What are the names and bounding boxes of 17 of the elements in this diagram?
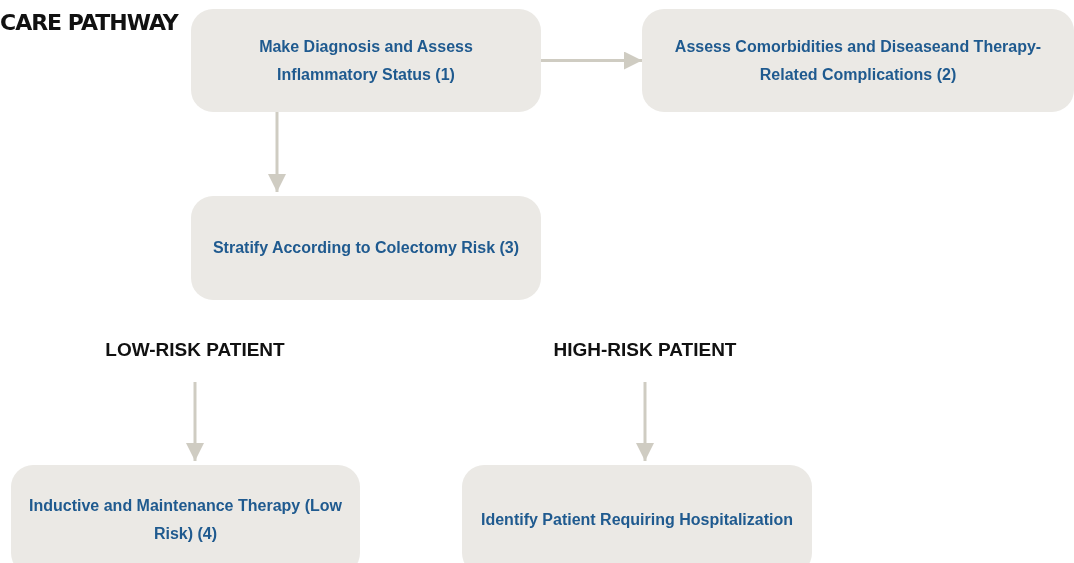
diagram-title: CARE PATHWAY <box>0 10 178 35</box>
process-box <box>191 9 541 112</box>
box-text: Make Diagnosis and Assess Inflammatory Status (1) <box>258 36 474 85</box>
box-text: Identify Patient Requiring Hospitalization <box>481 510 793 530</box>
arrow <box>268 112 286 192</box>
arrow <box>186 382 204 461</box>
category-heading: HIGH-RISK PATIENT <box>553 339 737 361</box>
box-text: Assess Comorbidities and Diseaseand Therapy-Related Complications (2) <box>673 36 1043 85</box>
box-text: Inductive and Maintenance Therapy (Low Risk) (4) <box>29 496 342 544</box>
process-box <box>191 196 541 300</box>
category-heading: LOW-RISK PATIENT <box>105 339 285 361</box>
process-box <box>462 465 812 563</box>
process-box <box>642 9 1074 112</box>
arrow <box>636 382 654 461</box>
box-text: Stratify According to Colectomy Risk (3) <box>212 238 520 258</box>
arrow <box>541 51 642 70</box>
process-box <box>11 465 360 563</box>
